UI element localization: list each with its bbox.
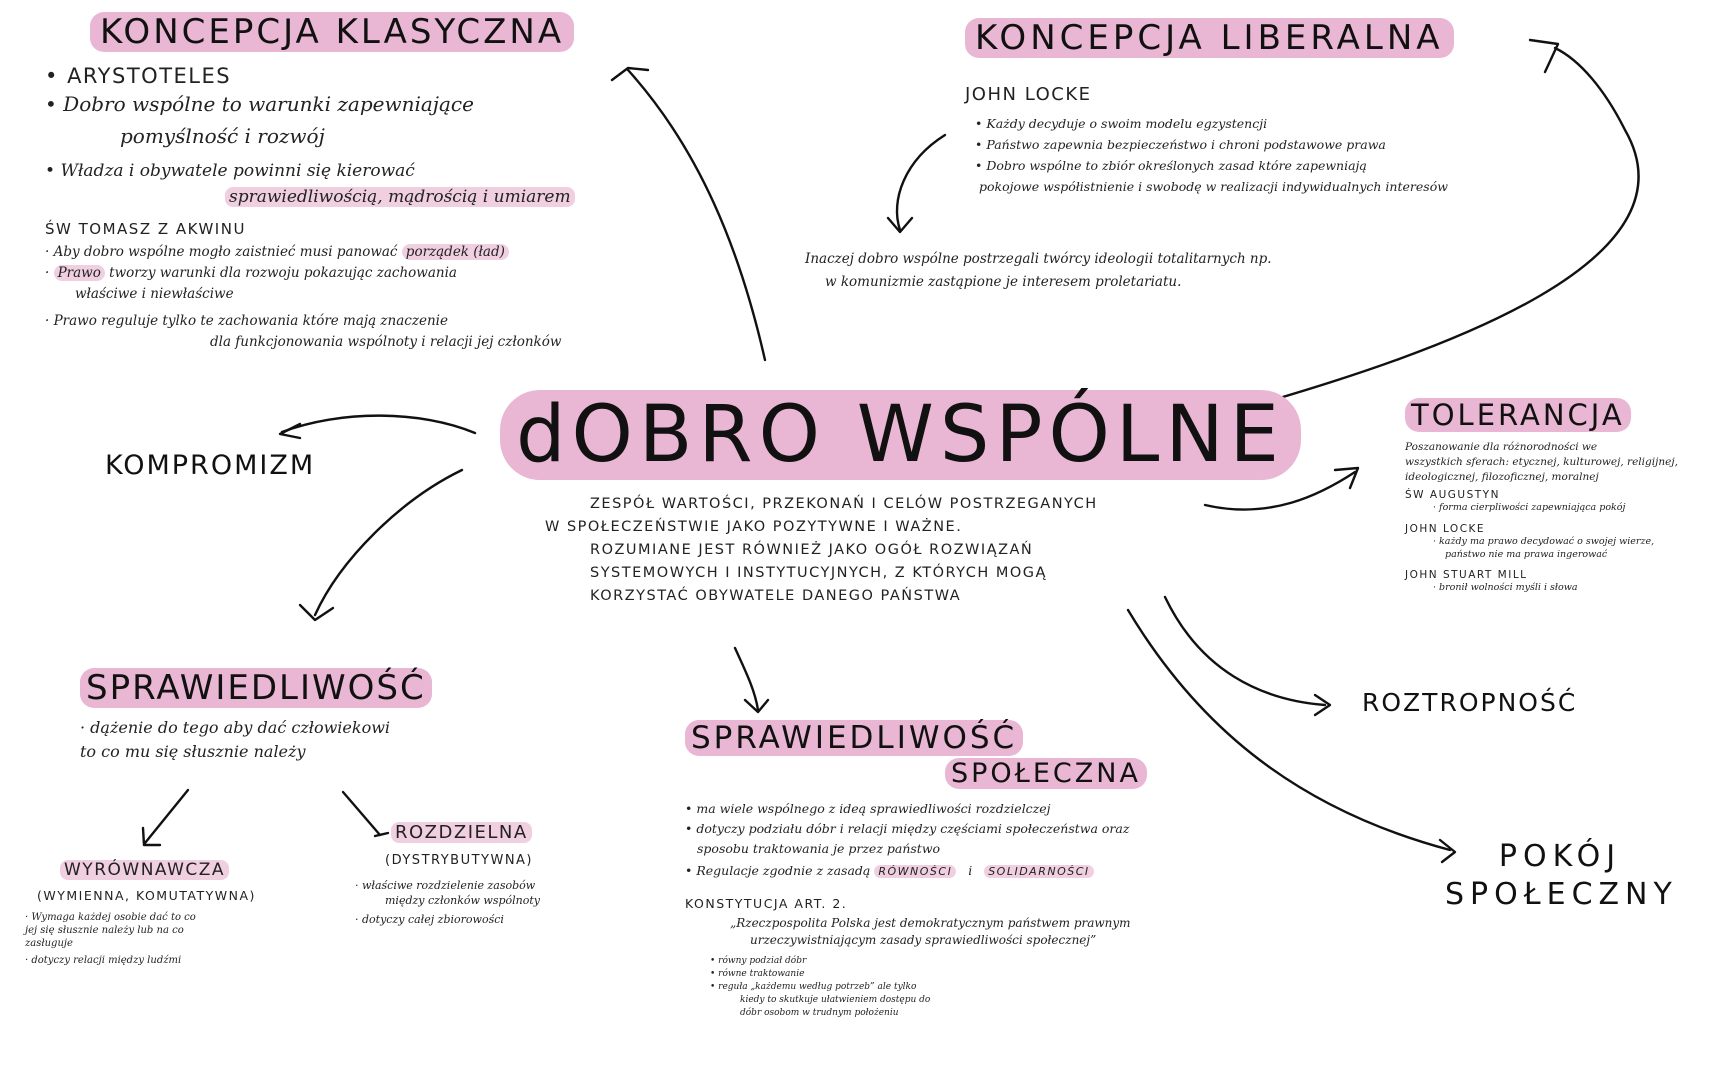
tolerancja-section: TOLERANCJA Poszanowanie dla różnorodnośc… [1405, 398, 1678, 593]
roztropnosc-label: ROZTROPNOŚĆ [1362, 688, 1578, 717]
wyrownawcza-title: WYRÓWNAWCZA [60, 860, 230, 880]
klasyczna-title: KONCEPCJA KLASYCZNA [90, 12, 575, 52]
virtues-highlight: sprawiedliwością, mądrością i umiarem [225, 187, 575, 207]
wyrownawcza-section: WYRÓWNAWCZA (WYMIENNA, KOMUTATYWNA) · Wy… [25, 860, 256, 966]
solidarnosci-highlight: SOLIDARNOŚCI [984, 865, 1094, 878]
arrow-to-kompromis [280, 414, 477, 435]
arrow-to-sprawiedliwosc [313, 468, 464, 617]
author-arystoteles: ARYSTOTELES [67, 64, 232, 88]
rozdzielna-section: ROZDZIELNA (DYSTRYBUTYWNA) · właściwe ro… [355, 822, 541, 926]
spoleczna-section: SPRAWIEDLIWOŚĆ SPOŁECZNA • ma wiele wspó… [685, 720, 1325, 1020]
tolerancja-title: TOLERANCJA [1405, 398, 1631, 432]
author-tomasz: ŚW TOMASZ Z AKWINU [45, 220, 246, 238]
liberalna-section: KONCEPCJA LIBERALNA JOHN LOCKE • Każdy d… [965, 18, 1565, 197]
rozdzielna-title: ROZDZIELNA [391, 822, 532, 843]
arrow-to-spoleczna [733, 646, 760, 712]
liberalna-title: KONCEPCJA LIBERALNA [965, 18, 1454, 58]
central-definition: ZESPÓŁ WARTOŚCI, PRZEKONAŃ I CELÓW POSTR… [545, 496, 1098, 604]
constitution-label: KONSTYTUCJA ART. 2. [685, 896, 848, 911]
arrow-to-wyrownawcza [143, 788, 190, 845]
spoleczna-title-2: SPOŁECZNA [945, 758, 1147, 789]
arrow-to-roztropnosc [1163, 595, 1327, 707]
pokoj-label: POKÓJ SPOŁECZNY [1445, 839, 1678, 912]
kompromis-label: KOMPROMIZM [105, 450, 316, 481]
central-title: dOBRO WSPÓLNE [500, 390, 1301, 480]
author-locke: JOHN LOCKE [965, 84, 1092, 105]
rownosci-highlight: RÓWNOŚCI [874, 865, 957, 878]
central-topic: dOBRO WSPÓLNE [500, 385, 1301, 485]
spoleczna-title-1: SPRAWIEDLIWOŚĆ [685, 720, 1024, 756]
klasyczna-section: KONCEPCJA KLASYCZNA • ARYSTOTELES • Dobr… [45, 12, 685, 353]
sprawiedliwosc-section: SPRAWIEDLIWOŚĆ · dążenie do tego aby dać… [80, 668, 600, 764]
arrow-to-liberalna-note [895, 133, 947, 232]
liberalna-note: Inaczej dobro wspólne postrzegali twórcy… [805, 251, 1272, 290]
sprawiedliwosc-title: SPRAWIEDLIWOŚĆ [80, 668, 432, 708]
